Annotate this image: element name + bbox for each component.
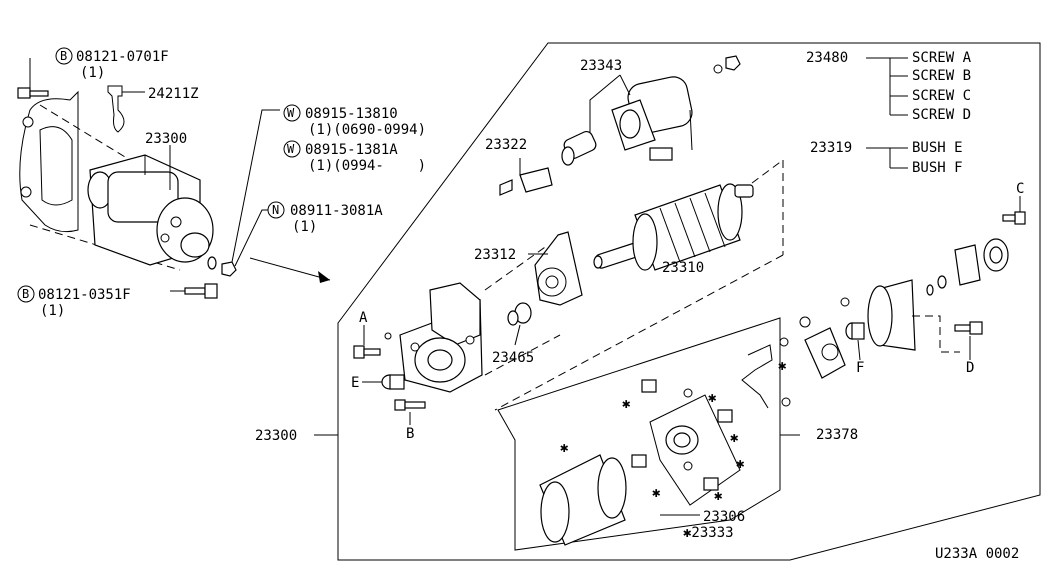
- part-23319: 23319: [810, 140, 852, 156]
- qty-top-left-bolt: (1): [80, 65, 105, 81]
- part-23306: 23306: [703, 509, 745, 525]
- bush-f: [845, 322, 865, 340]
- part-23333: ✱23333: [683, 525, 734, 541]
- letter-b: B: [406, 426, 414, 442]
- terminal-lead: [741, 337, 791, 409]
- qty-bottom-bolt: (1): [40, 303, 65, 319]
- part-23312: 23312: [474, 247, 516, 263]
- yoke-subframe: [497, 317, 781, 551]
- part-23480: 23480: [806, 50, 848, 66]
- bush-e-label: BUSH E: [912, 140, 963, 156]
- explode-arrowhead: [318, 271, 330, 283]
- bush-e: [381, 374, 405, 390]
- badge-n-circle: [267, 201, 285, 219]
- part-08911-3081A: 08911-3081A: [290, 203, 383, 219]
- part-24211Z: 24211Z: [148, 86, 199, 102]
- end-frame: [799, 297, 850, 379]
- star-4: ✱: [730, 430, 739, 446]
- badge-b-1: B: [60, 49, 67, 63]
- note-washer-1: (1)(0690-0994): [308, 122, 426, 138]
- star-7: ✱: [714, 488, 723, 504]
- armature-axis-top: [751, 159, 784, 184]
- letter-d: D: [966, 360, 974, 376]
- rear-axis-dash: [912, 315, 960, 353]
- lever-kit: [499, 158, 553, 196]
- leader-nut: [234, 209, 268, 267]
- exploded-view-frame: [337, 42, 1041, 561]
- part-23300-assy: 23300: [255, 428, 297, 444]
- badge-b-2-circle: [17, 285, 35, 303]
- bolt-d: [954, 321, 983, 335]
- badge-w-2-circle: [283, 140, 301, 158]
- qty-nut: (1): [292, 219, 317, 235]
- leader-washer: [231, 109, 280, 263]
- screw-d: SCREW D: [912, 107, 971, 123]
- part-23310: 23310: [662, 260, 704, 276]
- badge-b-1-circle: [55, 47, 73, 65]
- badge-w-2: W: [287, 142, 295, 156]
- star-2: ✱: [708, 390, 717, 406]
- rear-cap-c: [926, 238, 1009, 296]
- bolt-a: [353, 345, 381, 359]
- badge-n: N: [272, 203, 279, 217]
- leader-pinion: [514, 324, 521, 346]
- bolt-b: [394, 399, 426, 411]
- letter-a: A: [359, 310, 368, 326]
- part-23343: 23343: [580, 58, 622, 74]
- badge-b-2: B: [22, 287, 29, 301]
- washer-and-nut: [207, 256, 237, 277]
- star-3: ✱: [778, 358, 787, 374]
- leader-solenoid-2: [619, 74, 631, 96]
- pinion-gear: [507, 302, 532, 326]
- brush-plate: [631, 379, 741, 506]
- letter-c: C: [1016, 181, 1024, 197]
- screw-c: SCREW C: [912, 88, 971, 104]
- plunger: [561, 130, 597, 166]
- screw-a: SCREW A: [912, 50, 972, 66]
- top-left-bolt: [17, 87, 49, 99]
- part-23378: 23378: [816, 427, 858, 443]
- clip-part: [107, 85, 125, 133]
- badge-w-1: W: [287, 106, 295, 120]
- part-23465: 23465: [492, 350, 534, 366]
- part-08915-13810: 08915-13810: [305, 106, 398, 122]
- armature-axis-diag: [494, 254, 784, 411]
- star-6: ✱: [652, 485, 661, 501]
- note-washer-2: (1)(0994- ): [308, 158, 426, 174]
- diagram-code: U233A 0002: [935, 546, 1019, 562]
- starter-motor-small: [87, 154, 214, 266]
- front-housing: [399, 244, 561, 393]
- yoke-cylinder: [539, 454, 627, 546]
- bottom-bolt: [184, 283, 218, 299]
- explode-arrow: [249, 257, 331, 281]
- solenoid: [611, 55, 741, 161]
- leader-f: [857, 339, 861, 361]
- part-08121-0351F: 08121-0351F: [38, 287, 131, 303]
- small-washer: [384, 332, 392, 340]
- rear-cover: [867, 279, 916, 351]
- gear-housing: [534, 231, 583, 306]
- letter-f: F: [856, 360, 864, 376]
- part-23322: 23322: [485, 137, 527, 153]
- bolt-c: [1002, 211, 1026, 225]
- armature: [593, 183, 754, 271]
- bush-f-label: BUSH F: [912, 160, 963, 176]
- letter-e: E: [351, 375, 359, 391]
- part-08915-1381A: 08915-1381A: [305, 142, 398, 158]
- star-8: ✱: [560, 440, 569, 456]
- part-23300-left: 23300: [145, 131, 187, 147]
- star-1: ✱: [622, 396, 631, 412]
- badge-w-1-circle: [283, 104, 301, 122]
- screw-b: SCREW B: [912, 68, 971, 84]
- part-08121-0701F: 08121-0701F: [76, 49, 169, 65]
- star-5: ✱: [736, 456, 745, 472]
